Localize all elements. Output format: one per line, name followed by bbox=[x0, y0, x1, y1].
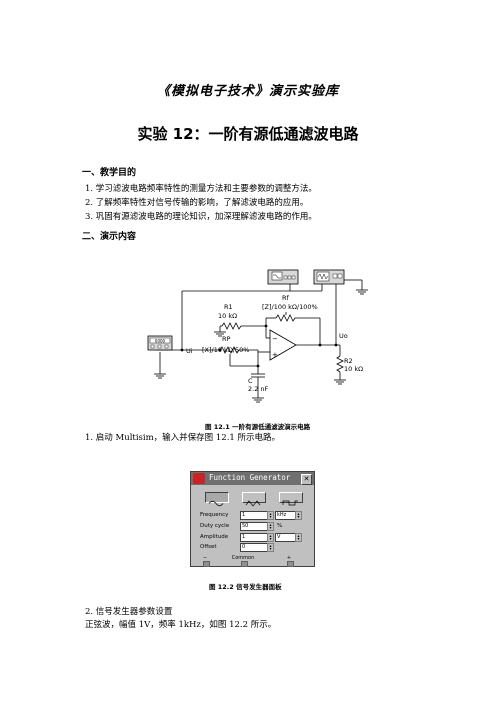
common-terminal[interactable] bbox=[241, 561, 248, 567]
svg-text:−: − bbox=[272, 335, 278, 343]
step-2-text: 正弦波，幅值 1V，频率 1kHz，如图 12.2 所示。 bbox=[85, 620, 277, 630]
figure-caption-2: 图 12.2 信号发生器面板 bbox=[209, 583, 282, 591]
window-title: Function Generator bbox=[209, 473, 291, 482]
amplitude-unit-select[interactable]: V bbox=[275, 533, 296, 542]
experiment-title: 实验 12：一阶有源低通滤波电路 bbox=[137, 125, 359, 143]
frequency-input[interactable]: 1 bbox=[240, 511, 268, 520]
objective-item: 2. 了解频率特性对信号传输的影响，了解滤波电路的应用。 bbox=[85, 198, 309, 208]
plus-terminal[interactable] bbox=[287, 561, 294, 567]
minus-terminal[interactable] bbox=[203, 561, 210, 567]
duty-cycle-label: Duty cycle bbox=[200, 523, 230, 529]
offset-label: Offset bbox=[200, 544, 217, 550]
duty-cycle-unit: % bbox=[277, 523, 283, 529]
objective-item: 3. 巩固有源滤波电路的理论知识，加深理解滤波电路的作用。 bbox=[85, 212, 317, 222]
square-wave-button[interactable] bbox=[279, 492, 303, 506]
rf-label: Rf bbox=[282, 294, 290, 302]
square-wave-icon bbox=[282, 500, 298, 506]
r2-label: R2 bbox=[344, 357, 353, 365]
common-terminal-label: Common bbox=[231, 555, 255, 561]
duty-cycle-spinner[interactable]: ▴▾ bbox=[267, 522, 274, 531]
rp-value: [X]/10 kΩ/50% bbox=[202, 346, 249, 354]
step-2-heading: 2. 信号发生器参数设置 bbox=[85, 607, 173, 617]
objective-item: 1. 学习滤波电路频率特性的测量方法和主要参数的调整方法。 bbox=[85, 184, 317, 194]
amplitude-label: Amplitude bbox=[200, 534, 229, 540]
frequency-unit-spinner[interactable]: ▴▾ bbox=[295, 511, 302, 520]
duty-cycle-input[interactable]: 50 bbox=[240, 522, 268, 531]
uo-label: Uo bbox=[339, 332, 348, 340]
plus-terminal-label: + bbox=[286, 555, 292, 561]
amplitude-unit-spinner[interactable]: ▴▾ bbox=[295, 533, 302, 542]
offset-spinner[interactable]: ▴▾ bbox=[267, 543, 274, 552]
sine-wave-icon bbox=[208, 500, 224, 507]
section-heading-demo: 二、演示内容 bbox=[82, 232, 137, 242]
step-1-text: 1. 启动 Multisim，输入并保存图 12.1 所示电路。 bbox=[85, 433, 281, 443]
rp-label: RP bbox=[222, 335, 231, 343]
frequency-label: Frequency bbox=[200, 512, 229, 518]
circuit-diagram: 0000 − + R1 10 kΩ Rf [Z]/100 kΩ/100% RP … bbox=[147, 269, 368, 403]
figure-caption-1: 图 12.1 一阶有源低通滤波演示电路 bbox=[205, 423, 311, 431]
ui-label: Ui bbox=[186, 347, 193, 355]
frequency-spinner[interactable]: ▴▾ bbox=[267, 511, 274, 520]
section-heading-objectives: 一、教学目的 bbox=[82, 168, 137, 178]
amplitude-spinner[interactable]: ▴▾ bbox=[267, 533, 274, 542]
amplitude-input[interactable]: 1 bbox=[240, 533, 268, 542]
generator-label: 0000 bbox=[155, 339, 166, 344]
sine-wave-button[interactable] bbox=[205, 492, 229, 507]
function-generator-panel: Function Generator ✕ Frequency 1 ▴▾ kHz … bbox=[190, 471, 315, 567]
c-value: 2.2 nF bbox=[248, 385, 269, 393]
offset-input[interactable]: 0 bbox=[240, 543, 268, 552]
frequency-unit-select[interactable]: kHz bbox=[275, 511, 296, 520]
svg-text:+: + bbox=[272, 351, 278, 359]
triangle-wave-icon bbox=[245, 500, 261, 507]
window-title-bar[interactable]: Function Generator ✕ bbox=[191, 472, 314, 485]
app-logo-icon bbox=[193, 473, 205, 484]
triangle-wave-button[interactable] bbox=[242, 492, 266, 507]
document-header: 《模拟电子技术》演示实验库 bbox=[156, 84, 339, 99]
close-button[interactable]: ✕ bbox=[301, 474, 312, 485]
rf-value: [Z]/100 kΩ/100% bbox=[262, 303, 318, 311]
r1-value: 10 kΩ bbox=[218, 312, 237, 320]
r1-label: R1 bbox=[224, 303, 233, 311]
r2-value: 10 kΩ bbox=[344, 365, 363, 373]
minus-terminal-label: − bbox=[202, 555, 208, 561]
c-label: C bbox=[248, 377, 253, 385]
